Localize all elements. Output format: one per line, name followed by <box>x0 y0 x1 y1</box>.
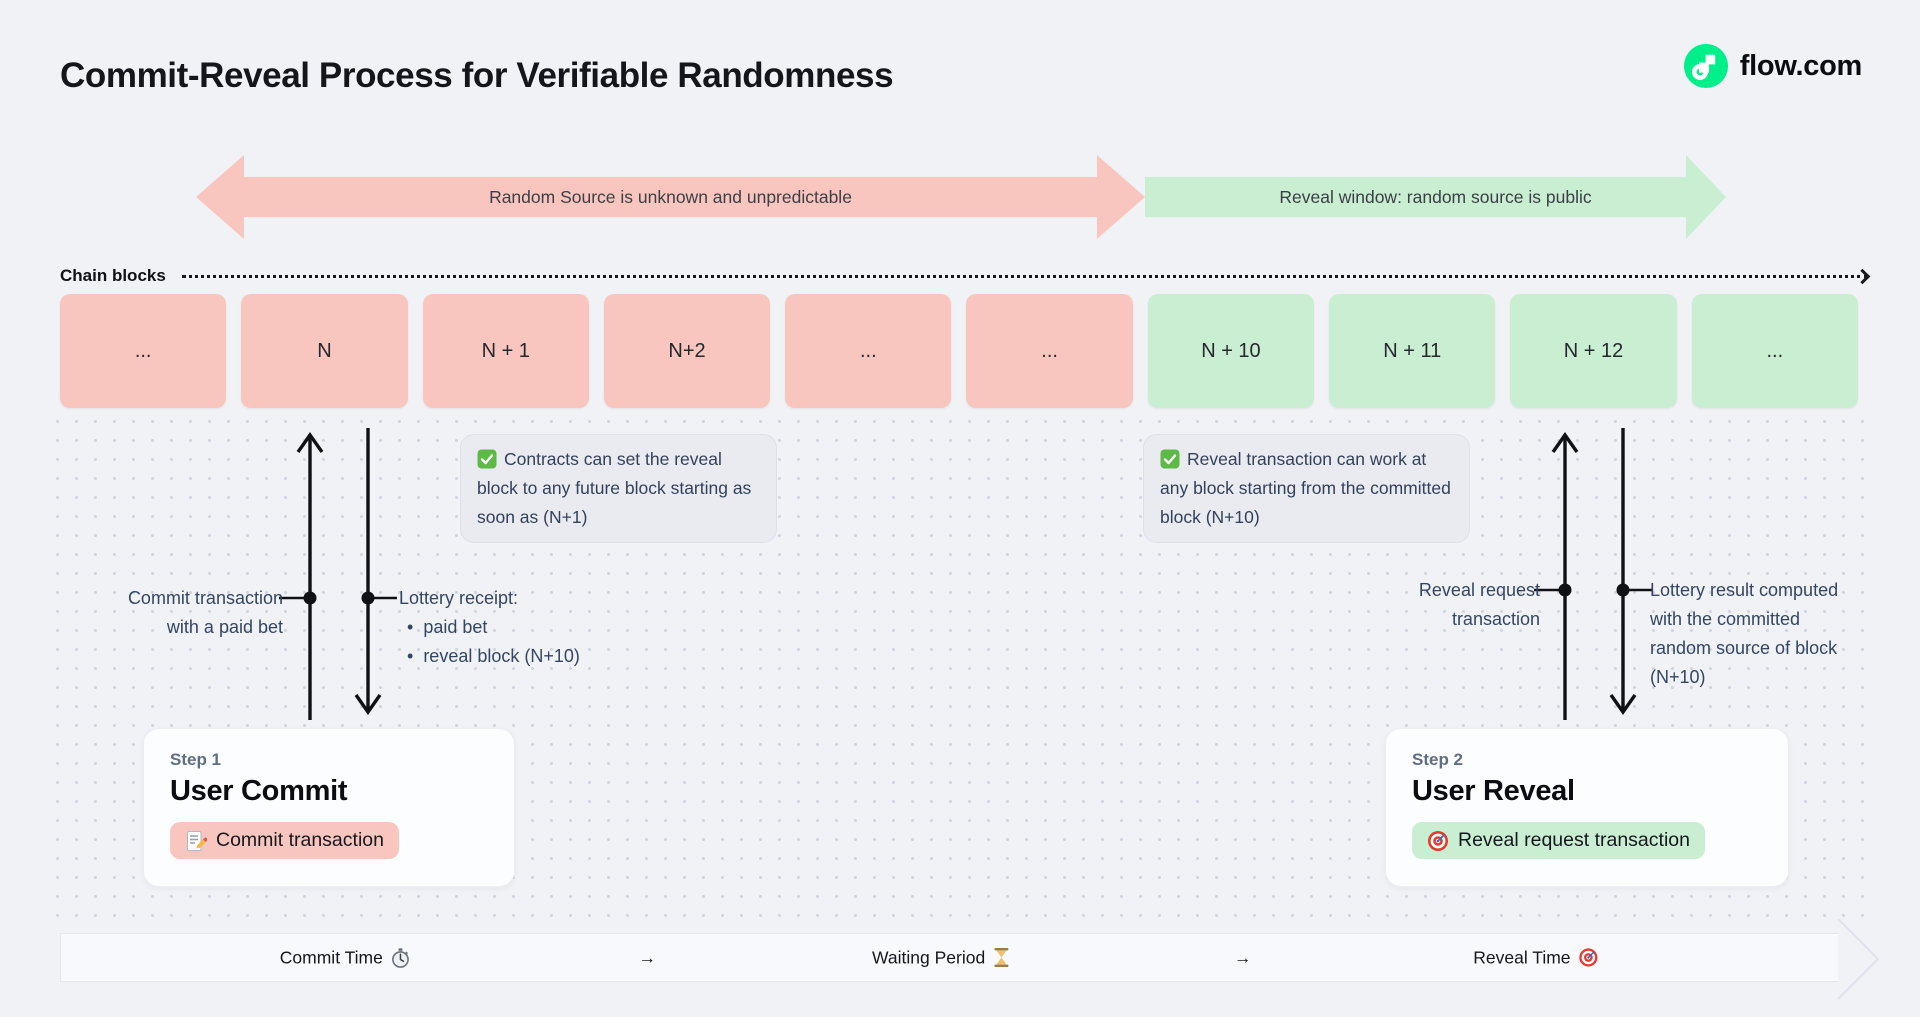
block-label: ... <box>860 339 877 362</box>
commit-phase-band: Random Source is unknown and unpredictab… <box>196 155 1145 239</box>
commit-tx-line2: with a paid bet <box>166 617 283 637</box>
chain-dotted-line <box>181 274 1868 278</box>
reveal-arrows <box>1534 428 1652 720</box>
block-label: N + 1 <box>481 339 530 362</box>
timeline-bar: Commit Time → Waiting Period → Revea <box>60 933 1838 982</box>
chain-block: ... <box>966 294 1133 408</box>
block-label: N + 11 <box>1383 339 1442 362</box>
brand-logo[interactable]: flow.com <box>1683 44 1863 88</box>
block-label: N <box>317 339 332 362</box>
reveal-request-label: Reveal request transaction <box>1419 576 1540 634</box>
hourglass-icon <box>994 948 1009 967</box>
chain-block: ... <box>785 294 952 408</box>
brand-name: flow.com <box>1739 49 1863 82</box>
check-icon <box>1160 449 1180 469</box>
page-title: Commit-Reveal Process for Verifiable Ran… <box>60 56 894 95</box>
chain-blocks-row: ... N N + 1 N+2 ... ... N + 10 N + 11 N … <box>60 294 1858 408</box>
timeline-reveal-time: Reveal Time <box>1473 947 1598 968</box>
receipt-bullet: reveal block (N+10) <box>407 642 580 671</box>
timeline-arrow-2: → <box>1234 947 1252 968</box>
commit-transaction-badge: Commit transaction <box>170 822 399 859</box>
chain-block: ... <box>60 294 227 408</box>
commit-badge-label: Commit transaction <box>216 829 384 851</box>
reveal-note-text: Reveal transaction can work at any block… <box>1160 449 1451 527</box>
reveal-note-box: Reveal transaction can work at any block… <box>1143 434 1470 543</box>
reveal-phase-band: Reveal window: random source is public <box>1145 155 1726 239</box>
reveal-request-line2: transaction <box>1451 609 1540 629</box>
arrow-glyph: → <box>1233 947 1252 967</box>
timeline-chevron-icon <box>1837 918 1880 1000</box>
chain-block: N + 12 <box>1510 294 1677 408</box>
commit-time-label: Commit Time <box>279 947 383 967</box>
lottery-receipt-list: paid bet reveal block (N+10) <box>399 613 580 671</box>
stopwatch-icon <box>392 947 410 968</box>
timeline-waiting-period: Waiting Period <box>872 947 1009 968</box>
receipt-bullet: paid bet <box>407 613 580 642</box>
commit-phase-label: Random Source is unknown and unpredictab… <box>489 186 852 207</box>
step1-title: User Commit <box>170 775 348 807</box>
step2-title: User Reveal <box>1412 775 1575 807</box>
block-label: ... <box>1041 339 1058 362</box>
chain-block: N + 10 <box>1147 294 1315 408</box>
block-label: N + 12 <box>1563 339 1624 362</box>
commit-note-text: Contracts can set the reveal block to an… <box>477 449 752 527</box>
block-label: N+2 <box>668 339 706 362</box>
commit-arrows <box>279 428 397 720</box>
lottery-result-label: Lottery result computed with the committ… <box>1650 580 1839 687</box>
block-label: ... <box>134 339 152 362</box>
target-icon <box>1428 830 1448 851</box>
block-label: ... <box>1766 339 1784 362</box>
reveal-badge-label: Reveal request transaction <box>1458 829 1690 851</box>
step1-label: Step 1 <box>170 750 222 769</box>
chain-block: ... <box>1691 294 1858 408</box>
chain-block: N <box>241 294 408 408</box>
waiting-period-label: Waiting Period <box>872 947 986 967</box>
chain-arrowhead-icon <box>1854 268 1871 284</box>
commit-note-box: Contracts can set the reveal block to an… <box>460 434 777 543</box>
lottery-receipt-title: Lottery receipt: <box>399 588 519 608</box>
check-icon <box>477 449 497 469</box>
memo-icon <box>187 830 207 851</box>
lottery-receipt-label: Lottery receipt: paid bet reveal block (… <box>399 584 580 671</box>
step2-label: Step 2 <box>1412 750 1464 769</box>
target-icon <box>1579 948 1598 967</box>
reveal-request-badge: Reveal request transaction <box>1412 822 1705 859</box>
step2-card: Step 2 User Reveal Reveal request transa… <box>1385 728 1789 887</box>
timeline-commit-time: Commit Time <box>280 947 411 968</box>
reveal-time-label: Reveal Time <box>1473 947 1571 967</box>
flow-logo-icon <box>1683 44 1728 88</box>
reveal-request-line1: Reveal request <box>1418 580 1540 600</box>
chain-block: N + 1 <box>422 294 589 408</box>
commit-tx-line1: Commit transaction <box>127 588 283 608</box>
step1-card: Step 1 User Commit Commit transaction <box>143 728 515 887</box>
timeline-arrow-1: → <box>639 947 657 968</box>
reveal-phase-label: Reveal window: random source is public <box>1279 186 1592 207</box>
chain-blocks-label: Chain blocks <box>60 266 166 285</box>
chain-block: N+2 <box>603 294 771 408</box>
commit-tx-label: Commit transaction with a paid bet <box>128 584 283 642</box>
chain-block: N + 11 <box>1329 294 1496 408</box>
arrow-glyph: → <box>638 947 657 967</box>
block-label: N + 10 <box>1201 339 1261 362</box>
chain-rail-row: Chain blocks <box>60 262 1871 290</box>
